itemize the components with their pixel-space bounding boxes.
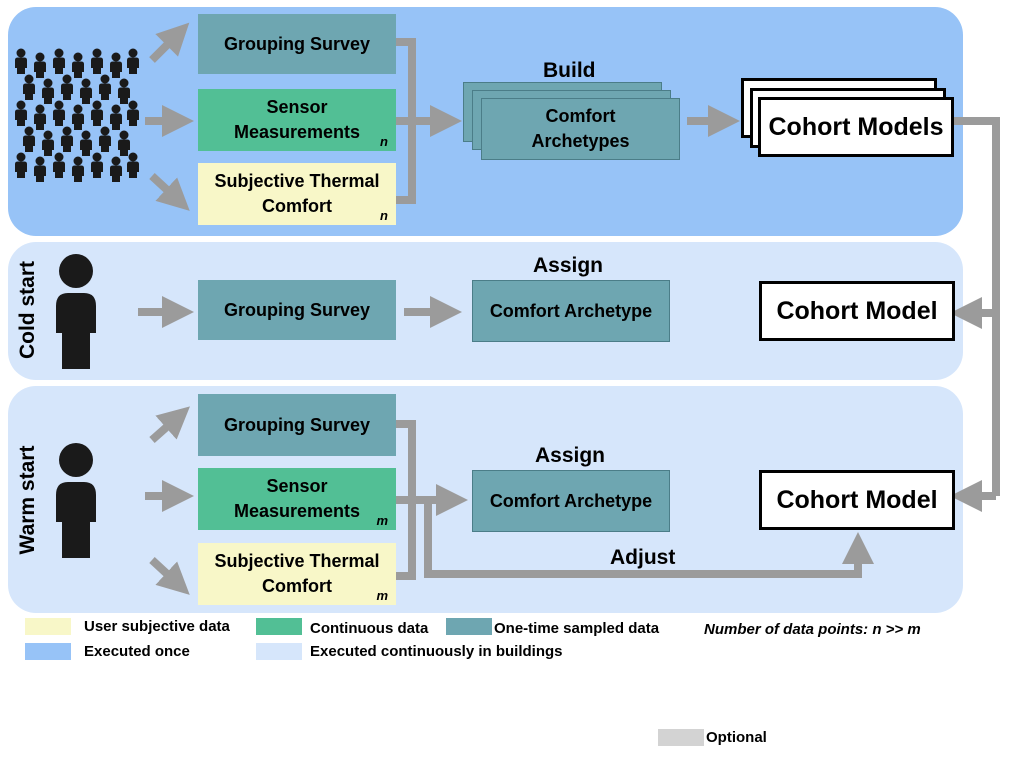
adjust-label: Adjust — [610, 546, 676, 569]
warm-cohort-model-box: Cohort Model — [759, 470, 955, 530]
legend-executed-continuously: Executed continuously in buildings — [310, 643, 563, 660]
cohort-models-label: Cohort Models — [768, 112, 944, 141]
top-subjective-label: Subjective Thermal Comfort — [214, 171, 380, 216]
arrow — [149, 22, 190, 63]
legend-one-time: One-time sampled data — [494, 620, 660, 637]
top-sensor-subscript: n — [380, 134, 388, 149]
legend-optional: Optional — [706, 729, 767, 746]
top-subjective-box: Subjective Thermal Comfort n — [198, 163, 396, 225]
top-sensor-measurements-label: Sensor Measurements — [233, 97, 361, 142]
cold-start-label: Cold start — [16, 261, 39, 360]
legend-swatch-executed-once — [25, 643, 71, 660]
warm-subjective-subscript: m — [376, 588, 388, 603]
warm-cohort-model-label: Cohort Model — [776, 485, 938, 514]
warm-subjective-box: Subjective Thermal Comfort m — [198, 543, 396, 605]
cold-grouping-survey-label: Grouping Survey — [223, 299, 371, 320]
top-sensor-measurements-box: Sensor Measurements n — [198, 89, 396, 151]
legend-note: Number of data points: n >> m — [704, 621, 921, 638]
warm-comfort-archetype-label: Comfort Archetype — [489, 490, 653, 511]
arrow — [149, 406, 190, 443]
warm-subjective-label: Subjective Thermal Comfort — [214, 551, 380, 596]
top-grouping-survey-box: Grouping Survey — [198, 14, 396, 74]
crowd-icon — [15, 48, 139, 182]
top-grouping-survey-label: Grouping Survey — [223, 33, 371, 54]
warm-grouping-survey-box: Grouping Survey — [198, 394, 396, 456]
cohort-models-box: Cohort Models — [758, 97, 954, 157]
arrow — [424, 500, 874, 578]
cold-assign-label: Assign — [533, 254, 604, 277]
legend-swatch-executed-continuously — [256, 643, 302, 660]
comfort-archetypes-label: Comfort Archetypes — [531, 106, 630, 151]
legend-user-subjective: User subjective data — [84, 618, 230, 635]
legend-swatch-one-time — [446, 618, 492, 635]
arrow — [149, 173, 190, 211]
top-subjective-subscript: n — [380, 208, 388, 223]
arrow — [952, 117, 1000, 496]
warm-assign-label: Assign — [535, 444, 606, 467]
warm-sensor-measurements-label: Sensor Measurements — [233, 476, 361, 521]
legend-swatch-user-subjective — [25, 618, 71, 635]
warm-grouping-survey-label: Grouping Survey — [223, 414, 371, 435]
cold-grouping-survey-box: Grouping Survey — [198, 280, 396, 340]
cold-cohort-model-box: Cohort Model — [759, 281, 955, 341]
person-icon — [56, 443, 96, 558]
comfort-archetypes-box: Comfort Archetypes — [481, 98, 680, 160]
cold-comfort-archetype-label: Comfort Archetype — [489, 300, 653, 321]
cold-comfort-archetype-box: Comfort Archetype — [472, 280, 670, 342]
build-label: Build — [543, 59, 596, 82]
cold-cohort-model-label: Cohort Model — [776, 296, 938, 325]
legend-swatch-continuous — [256, 618, 302, 635]
legend-executed-once: Executed once — [84, 643, 190, 660]
warm-comfort-archetype-box: Comfort Archetype — [472, 470, 670, 532]
legend-continuous: Continuous data — [310, 620, 429, 637]
warm-start-label: Warm start — [16, 445, 39, 555]
warm-sensor-measurements-box: Sensor Measurements m — [198, 468, 396, 530]
person-icon — [56, 254, 96, 369]
arrow — [149, 557, 190, 595]
legend-swatch-optional — [658, 729, 704, 746]
warm-sensor-subscript: m — [376, 513, 388, 528]
